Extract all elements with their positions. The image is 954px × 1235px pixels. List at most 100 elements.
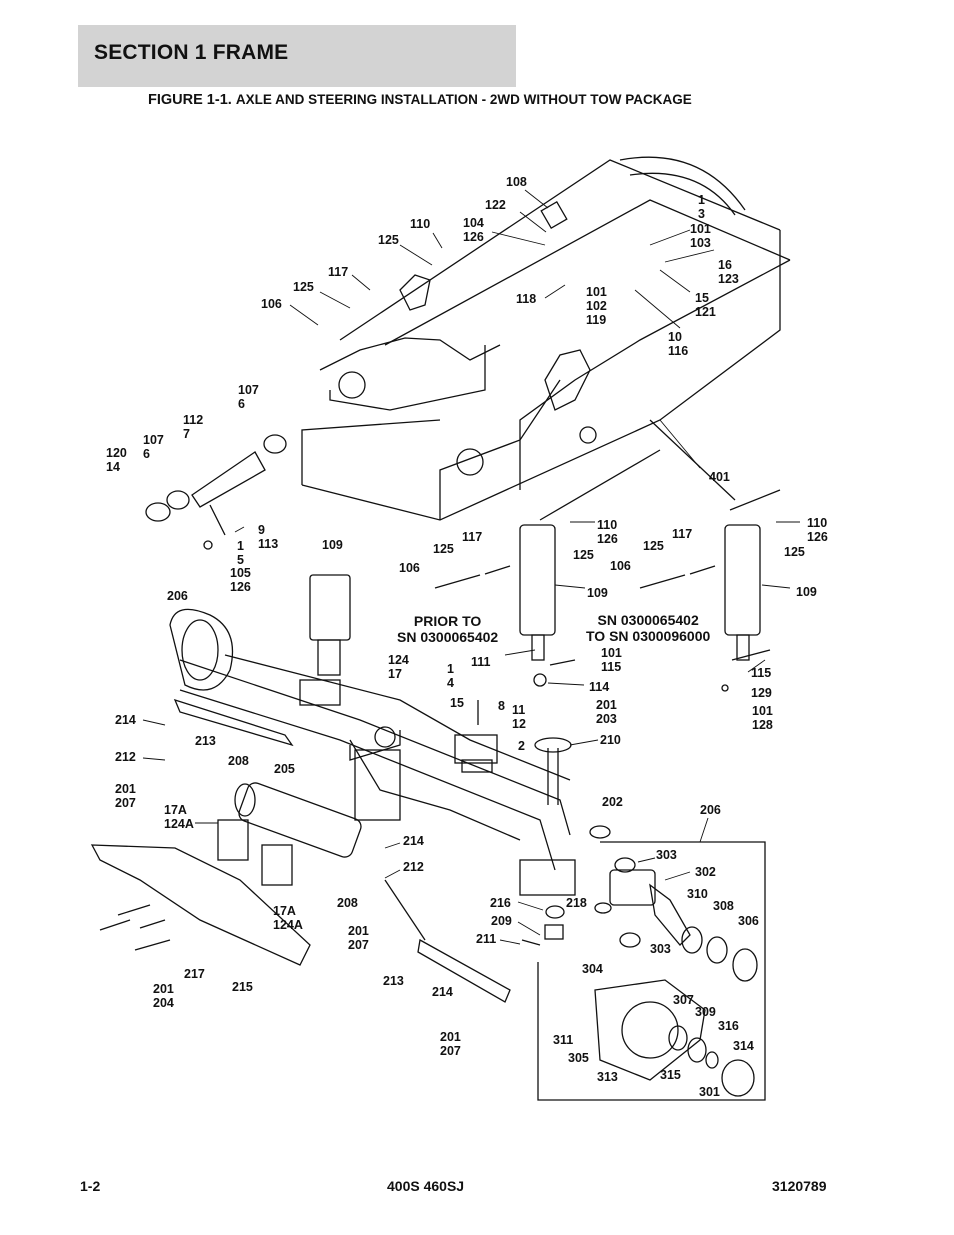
section-title: SECTION 1 FRAME <box>94 41 289 64</box>
callout-216: 216 <box>490 896 511 910</box>
callout-304: 304 <box>582 962 603 976</box>
callout-212-upper: 212 <box>115 750 136 764</box>
callout-108: 108 <box>506 175 527 189</box>
callout-202: 202 <box>602 795 623 809</box>
footer-doc-number: 3120789 <box>772 1178 827 1194</box>
callout-201-207-middle: 201 207 <box>348 924 369 952</box>
callout-208-upper: 208 <box>228 754 249 768</box>
callout-115: 115 <box>751 666 772 680</box>
callout-9-113: 9 113 <box>258 523 279 551</box>
callout-117-right: 117 <box>672 527 693 541</box>
callout-125-right-b: 125 <box>784 545 805 559</box>
steering-cylinder-left-drawing <box>434 524 576 687</box>
callout-316: 316 <box>718 1019 739 1033</box>
callout-118: 118 <box>516 292 537 306</box>
callout-201-207-lower: 201 207 <box>440 1030 461 1058</box>
footer-model: 400S 460SJ <box>387 1178 465 1194</box>
callout-129: 129 <box>751 686 772 700</box>
callout-112-7: 112 7 <box>183 413 204 441</box>
callout-205: 205 <box>274 762 295 776</box>
callout-10-116: 10 116 <box>668 330 689 358</box>
callout-314: 314 <box>733 1039 754 1053</box>
callout-302: 302 <box>695 865 716 879</box>
callout-114: 114 <box>589 680 610 694</box>
callout-125-left-a: 125 <box>433 542 454 556</box>
callout-122: 122 <box>485 198 506 212</box>
callout-17a-124a-left: 17A 124A <box>164 803 194 831</box>
callout-214-upper: 214 <box>115 713 136 727</box>
callout-305: 305 <box>568 1051 589 1065</box>
callout-213-lower: 213 <box>383 974 404 988</box>
callout-15: 15 <box>450 696 464 710</box>
callout-125-left-b: 125 <box>573 548 594 562</box>
callout-106-left: 106 <box>399 561 420 575</box>
callout-213-upper: 213 <box>195 734 216 748</box>
callout-101-115: 101 115 <box>601 646 622 674</box>
callout-1-5: 1 5 <box>237 539 244 567</box>
callout-214-lower: 214 <box>432 985 453 999</box>
callout-201-207-upper: 201 207 <box>115 782 136 810</box>
footer-page-number: 1-2 <box>80 1178 101 1194</box>
steering-cylinder-right-drawing <box>639 524 771 692</box>
spindle-hub-drawing <box>594 857 758 1097</box>
callout-1-3: 1 3 <box>698 193 705 221</box>
callout-218: 218 <box>566 896 587 910</box>
callout-2: 2 <box>518 739 525 753</box>
callout-310: 310 <box>687 887 708 901</box>
callout-111: 111 <box>471 655 491 669</box>
callout-210: 210 <box>600 733 621 747</box>
callout-311: 311 <box>553 1033 574 1047</box>
callout-125-right-a: 125 <box>643 539 664 553</box>
leader-lines <box>142 189 800 945</box>
callout-209: 209 <box>491 914 512 928</box>
callout-309: 309 <box>695 1005 716 1019</box>
serial-note-range: SN 0300065402 TO SN 0300096000 <box>586 612 711 644</box>
kingpin-drawing <box>454 700 612 946</box>
callout-107-6-lower: 107 6 <box>143 433 164 461</box>
figure-title: FIGURE 1-1. AXLE AND STEERING INSTALLATI… <box>148 92 692 108</box>
serial-note-prior: PRIOR TO SN 0300065402 <box>397 613 499 645</box>
callout-109-left: 109 <box>587 586 608 600</box>
callout-301: 301 <box>699 1085 720 1099</box>
callout-16-123: 16 123 <box>718 258 739 286</box>
callout-211: 211 <box>476 932 497 946</box>
callout-214-middle: 214 <box>403 834 424 848</box>
callout-104-126: 104 126 <box>463 216 484 244</box>
callout-110-126-left: 110 126 <box>597 518 618 546</box>
callout-315: 315 <box>660 1068 681 1082</box>
pivot-pin-drawing <box>145 434 287 550</box>
main-frame-drawing <box>301 156 791 521</box>
callout-109-mount: 109 <box>322 538 343 552</box>
figure-number: FIGURE 1-1. <box>148 92 232 108</box>
callout-1-4: 1 4 <box>447 662 454 690</box>
callout-15-121: 15 121 <box>695 291 716 319</box>
callout-109-right: 109 <box>796 585 817 599</box>
callout-212-middle: 212 <box>403 860 424 874</box>
callout-201-204: 201 204 <box>153 982 174 1010</box>
callout-8: 8 <box>498 699 505 713</box>
guard-plate-drawing <box>90 844 311 966</box>
callout-303-lower: 303 <box>650 942 671 956</box>
lower-cylinder-drawing <box>217 782 362 886</box>
callout-105-126: 105 126 <box>230 566 251 594</box>
callout-101-103: 101 103 <box>690 222 711 250</box>
axle-assembly-drawing <box>169 608 576 896</box>
callout-125b: 125 <box>293 280 314 294</box>
callout-101-128: 101 128 <box>752 704 773 732</box>
cylinder-mount-drawing <box>299 574 351 706</box>
callout-125: 125 <box>378 233 399 247</box>
callout-110-126-right: 110 126 <box>807 516 828 544</box>
callout-217: 217 <box>184 967 205 981</box>
callout-401: 401 <box>709 470 730 484</box>
callout-120-14: 120 14 <box>106 446 127 474</box>
callout-101-102-119: 101 102 119 <box>586 285 607 327</box>
tie-rod-drawing <box>173 698 511 1003</box>
callout-117: 117 <box>328 265 349 279</box>
callout-303-upper: 303 <box>656 848 677 862</box>
callout-17a-124a-right: 17A 124A <box>273 904 303 932</box>
callout-107-6-upper: 107 6 <box>238 383 259 411</box>
callout-208-middle: 208 <box>337 896 358 910</box>
spindle-inset-box <box>537 841 766 1101</box>
callout-117-left: 117 <box>462 530 483 544</box>
